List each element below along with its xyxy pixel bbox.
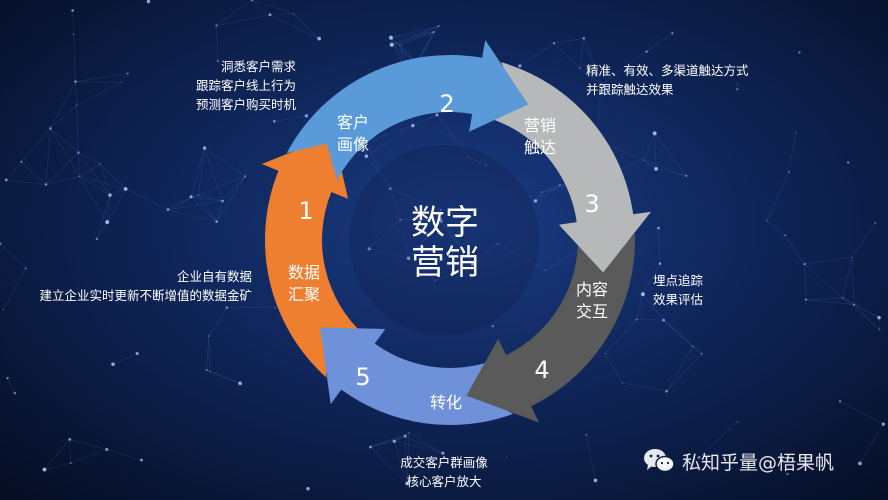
cycle-arrow-1: [261, 135, 365, 378]
segment-4-label: 内容 交互: [575, 280, 608, 321]
segment-2-number: 2: [439, 90, 455, 118]
segment-3-label: 营销 触达: [523, 116, 556, 157]
center-title-line1: 数字: [411, 203, 479, 243]
note-left: 企业自有数据 建立企业实时更新不断增值的数据金矿: [39, 269, 252, 303]
center-disc: [349, 145, 539, 335]
segment-4-number: 4: [534, 356, 550, 384]
cycle-arrow-3: [485, 62, 652, 273]
segment-5-label: 转化: [429, 393, 462, 412]
wechat-icon: [642, 446, 676, 476]
cycle-arrow-4: [466, 233, 636, 423]
segment-3-number: 3: [584, 190, 600, 218]
center-title-line2: 营销: [411, 243, 479, 283]
segment-1-label: 数据 汇聚: [287, 263, 320, 304]
note-top-right: 精准、有效、多渠道触达方式 并跟踪触达效果: [586, 63, 749, 97]
watermark: 私知乎量@梧果帆: [642, 443, 834, 479]
note-right: 埋点追踪 效果评估: [653, 273, 704, 307]
note-bottom: 成交客户群画像 核心客户放大: [400, 455, 488, 489]
center-title: 数字 营销: [395, 203, 495, 283]
segment-1-number: 1: [298, 197, 314, 225]
watermark-text: 私知乎量@梧果帆: [682, 451, 835, 474]
cycle-arrow-2: [286, 40, 529, 180]
segment-5-number: 5: [355, 363, 371, 391]
segment-2-label: 客户 画像: [336, 113, 369, 154]
cycle-arrow-5: [320, 327, 514, 426]
note-top-left: 洞悉客户需求 跟踪客户线上行为 预测客户购买时机: [195, 59, 296, 112]
